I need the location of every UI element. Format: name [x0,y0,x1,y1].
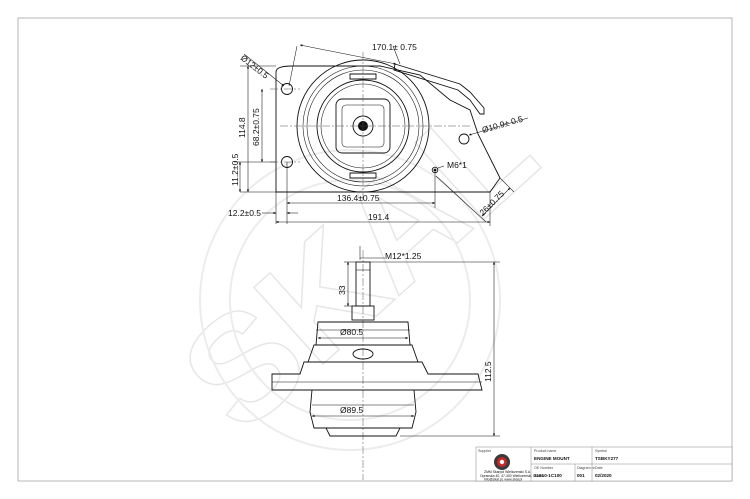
flange-plate [275,65,501,193]
svg-text:Diagram nr: Diagram nr [577,466,596,470]
date-value: 02/2020 [595,473,612,478]
lower-body [309,389,417,429]
dim-hole-offset: 11.2±0.5 [230,153,240,186]
dim-height-center: 68.2±0.75 [251,108,261,146]
dim-height-total-side: 112.5 [483,361,493,382]
company-line-1: ZMM Skarpol Wieliczenski S.A. [484,470,531,474]
dim-width-total: 191.4 [368,212,390,222]
mount-hole-right [458,133,470,145]
side-view: M12*1.25 33 Ø80.5 Ø89.5 112.5 [271,246,500,480]
svg-text:Product name: Product name [534,449,556,453]
svg-text:Supplier: Supplier [478,449,492,453]
dim-thread: M6*1 [447,160,467,170]
gear-watermark-icon [199,149,501,451]
oe-number: 21810-1C100 [534,473,562,478]
dim-lower-dia: Ø89.5 [340,405,363,415]
symbol-value: TSBKY277 [595,456,619,461]
company-logo [494,454,510,470]
sheet-frame [17,17,733,482]
product-name: ENGINE MOUNT [534,456,570,461]
dim-stud-length: 33 [337,285,347,295]
bracket-arm [393,63,485,115]
dim-center-span: 136.4±0.75 [337,193,380,203]
svg-text:Date: Date [595,466,603,470]
title-block: Supplier ZMM Skarpol Wieliczenski S.A. O… [475,446,733,482]
company-line-3: info@skal.pl, www.skal.pl [484,478,522,482]
dim-overall-angle: 170.1± 0.75 [372,42,417,52]
svg-text:OE Number: OE Number [534,466,554,470]
dim-upper-dia: Ø80.5 [340,327,363,337]
company-line-2: Opracska 40, 47-300 Wieliczenski, Poland [480,474,544,478]
dim-side-offset: 12.2±0.5 [228,208,261,218]
diagram-number: 001 [577,473,585,478]
dim-hole-left: Ø12±0.5 [239,53,271,81]
svg-text:Symbol: Symbol [595,449,607,453]
dim-stud-thread: M12*1.25 [385,251,422,261]
dim-height-total: 114.8 [237,117,247,138]
